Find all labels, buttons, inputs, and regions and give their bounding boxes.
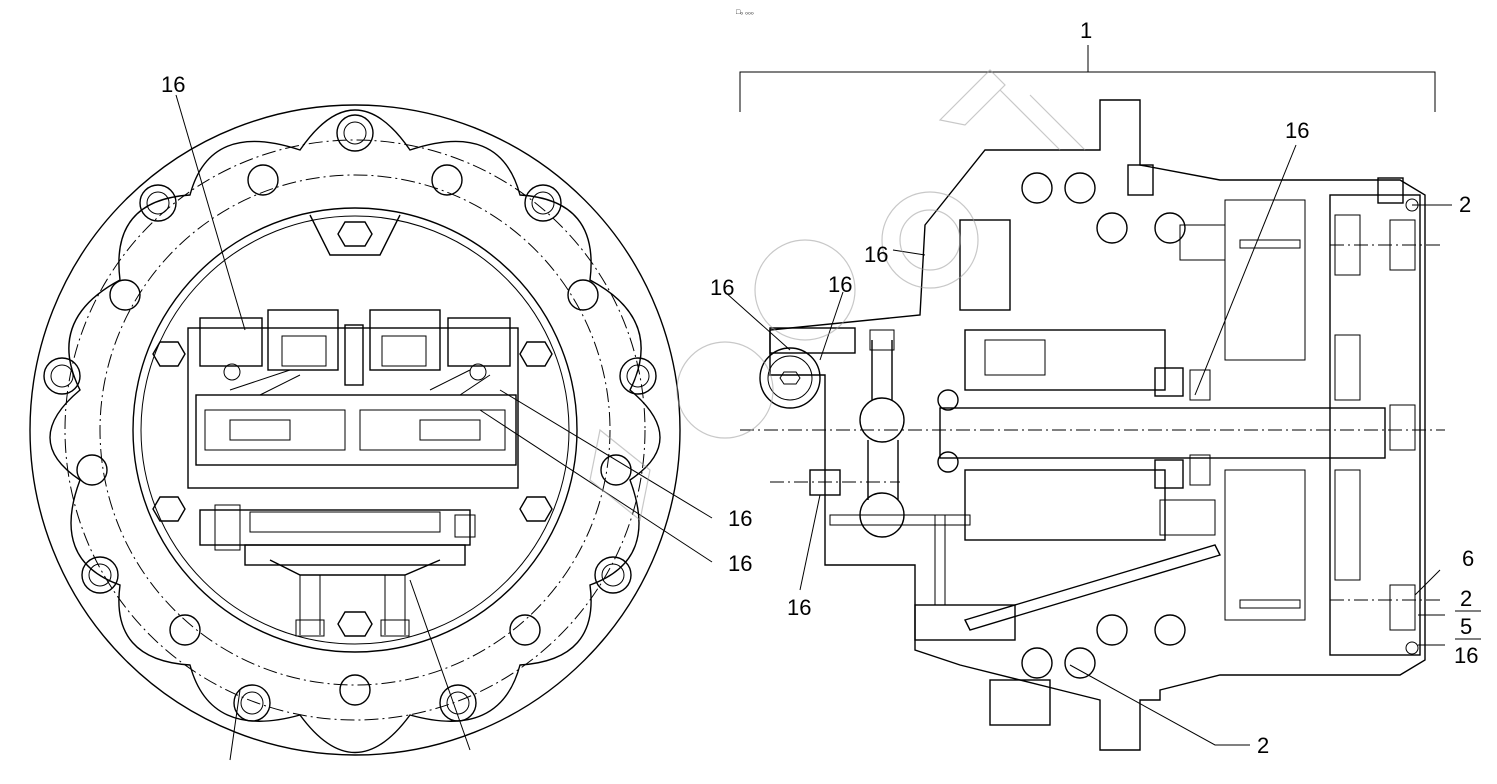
flange-lobed-outline bbox=[49, 109, 661, 753]
callout-left-mid-b: 16 bbox=[728, 551, 752, 576]
valve-block bbox=[187, 309, 519, 637]
callout-center-b: 16 bbox=[710, 275, 734, 300]
callout-left-mid-a: 16 bbox=[728, 506, 752, 531]
housing-outline bbox=[769, 99, 1426, 751]
inner-bolt-holes bbox=[76, 164, 632, 706]
output-shaft bbox=[939, 407, 1386, 459]
callout-bolt-right: 6 bbox=[1462, 546, 1474, 571]
hex-bolt-heads bbox=[152, 221, 553, 637]
section-view bbox=[724, 45, 1481, 751]
outer-bolt-holes bbox=[43, 114, 657, 722]
callout-center-a: 16 bbox=[864, 242, 888, 267]
internal-parts bbox=[914, 164, 1419, 726]
header-mark: □₀ ₀₀₀ bbox=[736, 9, 754, 16]
callout-left-top: 16 bbox=[161, 72, 185, 97]
brake-valve-parts bbox=[759, 327, 971, 606]
callout-kit-b: 5 bbox=[1460, 614, 1472, 639]
inner-bolt-pitch-circle bbox=[99, 174, 611, 686]
end-view bbox=[29, 94, 713, 761]
bearings bbox=[937, 172, 1186, 679]
outer-flange-circle bbox=[29, 104, 681, 756]
callout-kit-c: 16 bbox=[1454, 643, 1478, 668]
callout-assembly: 1 bbox=[1080, 18, 1092, 43]
callout-seal-right-top: 2 bbox=[1459, 192, 1471, 217]
callout-center-bottom: 16 bbox=[787, 595, 811, 620]
callout-seal-bottom: 2 bbox=[1257, 733, 1269, 758]
callout-kit-a: 2 bbox=[1460, 586, 1472, 611]
assembly-bracket bbox=[739, 45, 1436, 112]
bore-circle-inner bbox=[140, 215, 570, 645]
callout-center-c: 16 bbox=[828, 272, 852, 297]
callout-right-top: 16 bbox=[1285, 118, 1309, 143]
watermark bbox=[589, 69, 1086, 522]
bore-circle bbox=[132, 207, 578, 653]
bolt-pitch-circle bbox=[64, 139, 646, 721]
